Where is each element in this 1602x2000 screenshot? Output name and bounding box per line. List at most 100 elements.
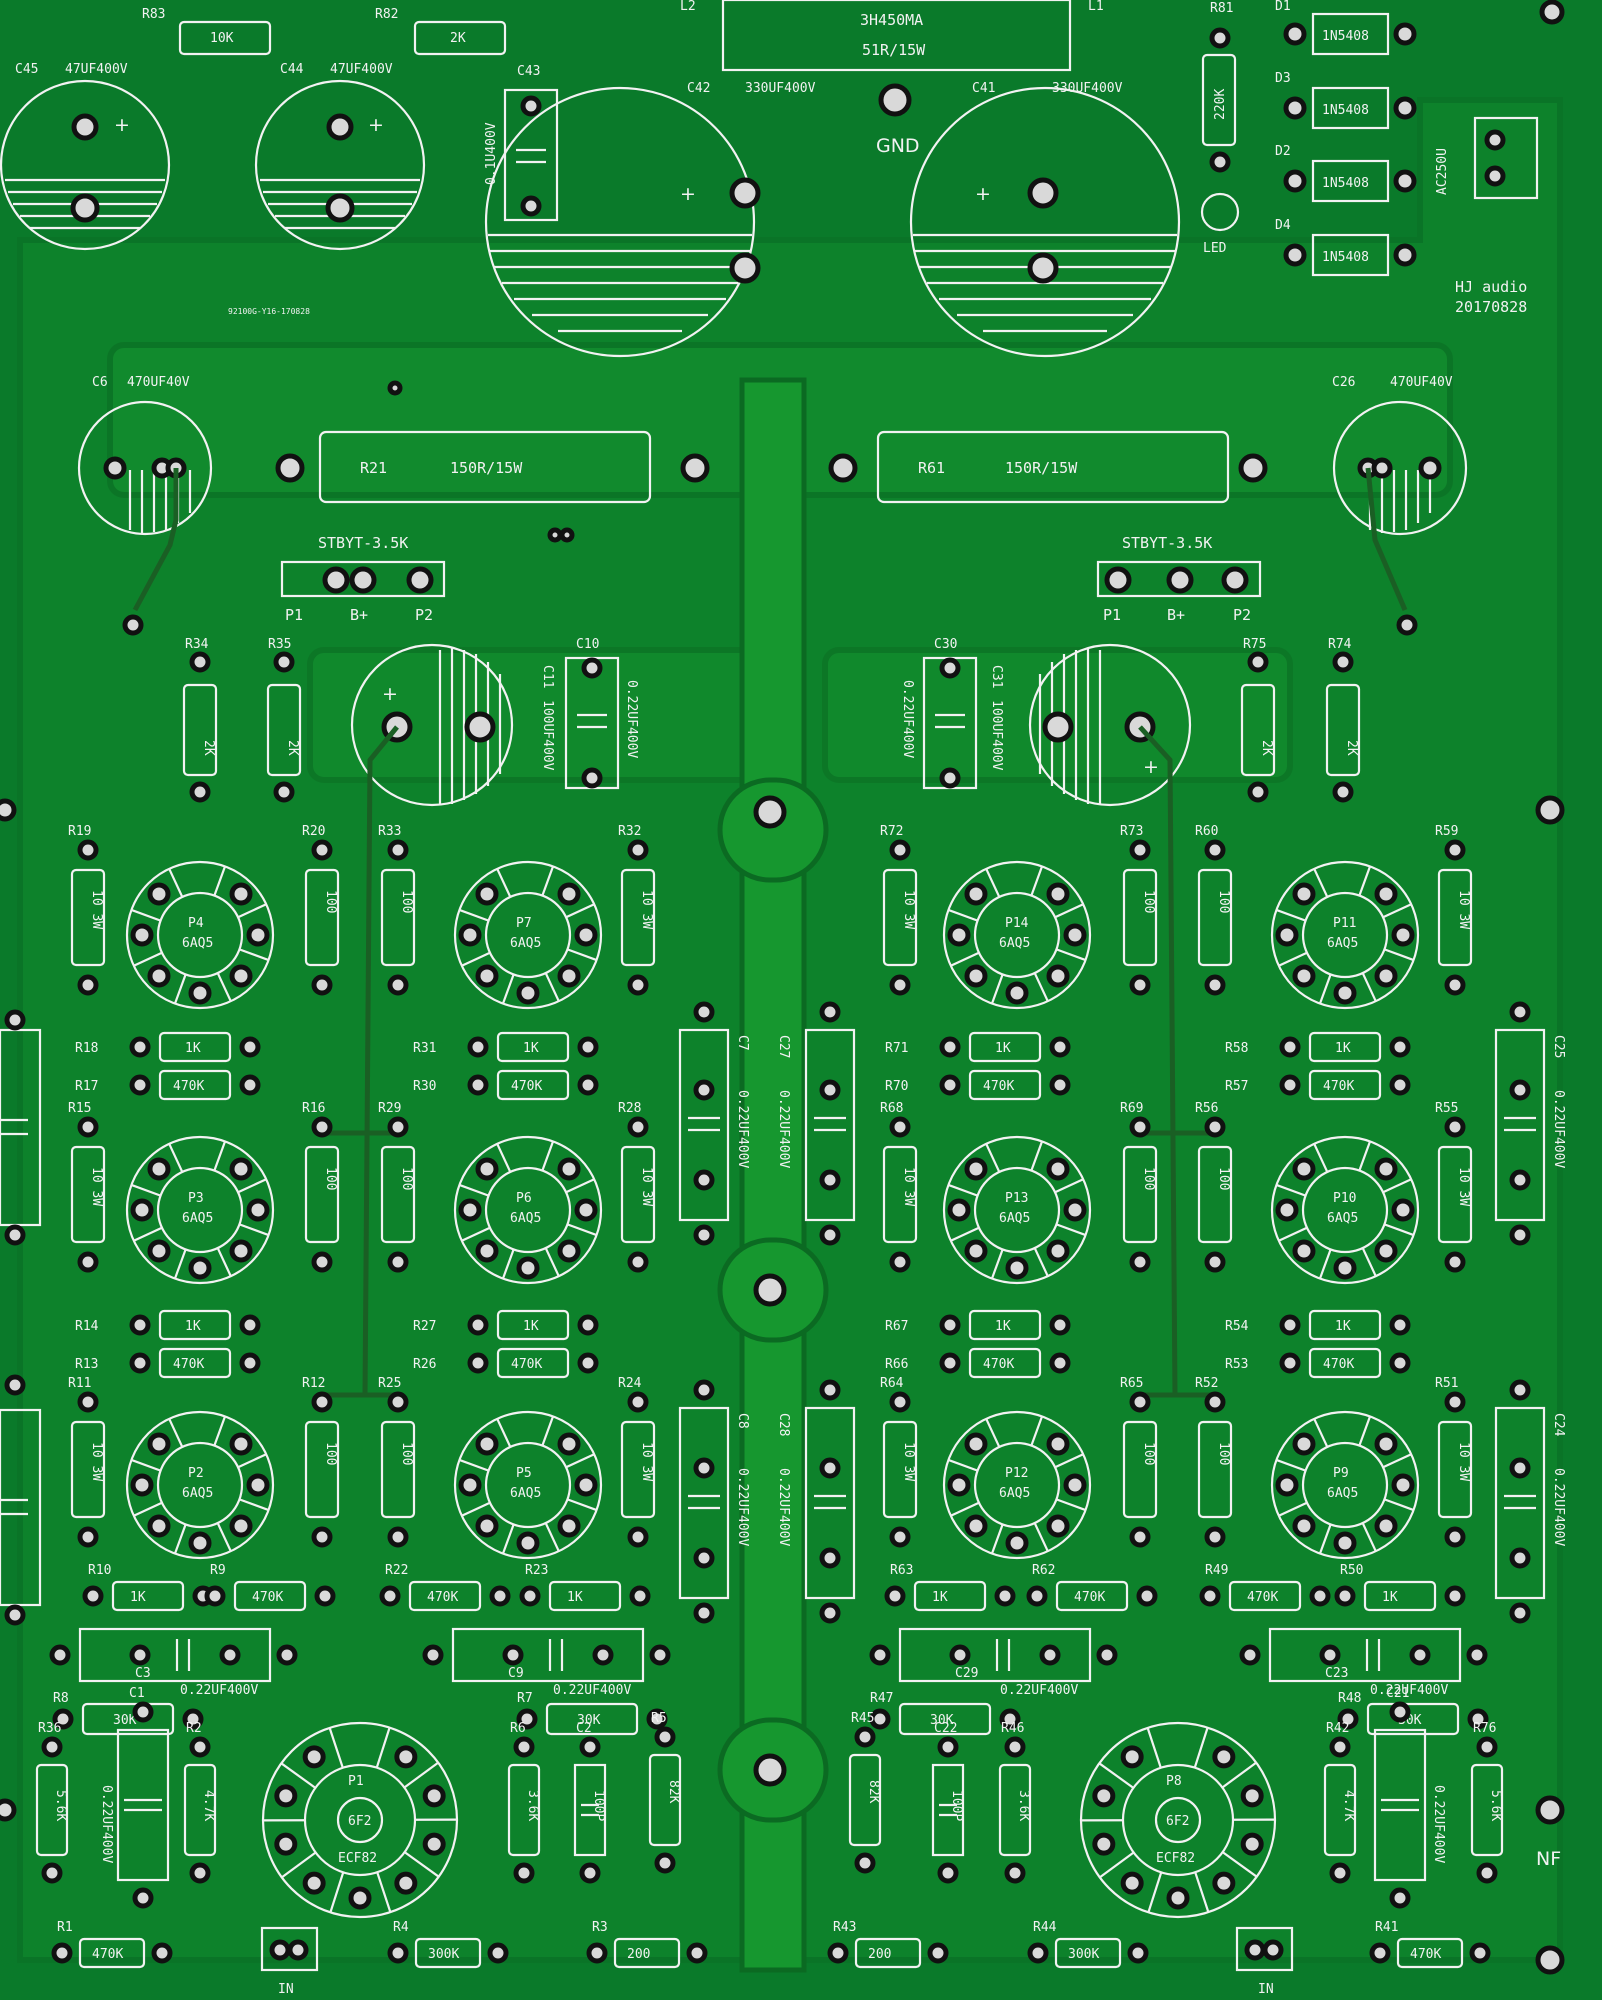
c30-value: 0.22UF400V — [900, 680, 915, 758]
resistor-value: 30K — [113, 1713, 137, 1728]
c31-value: 100UF400V — [989, 700, 1004, 771]
c43-value: 0.1U400V — [484, 122, 499, 185]
r61-ref: R61 — [918, 459, 945, 477]
part-r6: R63.6K — [507, 1721, 541, 1884]
resistor-value: 470K — [511, 1079, 542, 1094]
resistor-ref: R56 — [1195, 1101, 1218, 1116]
resistor-value: 100 — [323, 1167, 338, 1190]
tube-type: 6AQ5 — [1327, 936, 1358, 951]
tube-socket-p13: P13 6AQ5 — [942, 1135, 1092, 1285]
part-ref: R76 — [1473, 1721, 1496, 1736]
part-value: 5.6K — [53, 1790, 68, 1821]
part-ref: R36 — [38, 1721, 61, 1736]
resistor-value: 10 3W — [639, 1442, 654, 1481]
resistor-ref: R57 — [1225, 1079, 1248, 1094]
part-value: 4.7K — [1341, 1790, 1356, 1821]
cap-value: 0.22UF400V — [735, 1090, 750, 1168]
filter-left: C6 470UF40V R21 150R/15W STBYT-3.5K P1 B… — [77, 375, 710, 636]
resistor-ref: R48 — [1338, 1691, 1361, 1706]
resistor-value: 1K — [130, 1590, 146, 1605]
cap-value: 0.22UF400V — [1000, 1683, 1078, 1698]
tube-ref: P12 — [1005, 1466, 1028, 1481]
tube-type: 6AQ5 — [999, 1486, 1030, 1501]
part-ref: C21 — [1386, 1686, 1409, 1701]
r61-value: 150R/15W — [1005, 459, 1078, 477]
resistor-ref: R8 — [53, 1691, 69, 1706]
resistor-value: 1K — [523, 1041, 539, 1056]
cap-c42-value: 330UF400V — [745, 81, 816, 96]
tube-type: 6F2 — [348, 1814, 371, 1829]
tube-ref: P4 — [188, 916, 204, 931]
resistor-ref: R67 — [885, 1319, 908, 1334]
resistor-ref: R72 — [880, 824, 903, 839]
tube-ref: P13 — [1005, 1191, 1028, 1206]
resistor-ref: R19 — [68, 824, 91, 839]
svg-text:+: + — [975, 183, 991, 205]
resistor-value: 470K — [1074, 1590, 1105, 1605]
resistor-value: 100 — [1216, 1167, 1231, 1190]
cap-c45-ref: C45 — [15, 62, 38, 77]
resistor-r56: R56 100 — [1195, 1101, 1233, 1273]
stby-left-p1: P1 — [285, 606, 303, 624]
resistor-ref: R60 — [1195, 824, 1218, 839]
r35-value: 2K — [285, 740, 300, 756]
stby-left-bplus: B+ — [350, 606, 368, 624]
resistor-value: 10 3W — [1456, 1442, 1471, 1481]
c10-ref: C10 — [576, 637, 599, 652]
resistor-ref: R69 — [1120, 1101, 1143, 1116]
svg-text:+: + — [382, 683, 398, 705]
resistor-ref: R32 — [618, 824, 641, 839]
bottom-resistors: R101KR9470KR22470KR231KR631KR62470KR4947… — [82, 1563, 1466, 1612]
resistor-value: 470K — [511, 1357, 542, 1372]
cap-value: 0.22UF400V — [1370, 1683, 1448, 1698]
input-filter-caps: + C45 47UF400V + C44 47UF400V + C42 330U… — [0, 62, 1181, 358]
d1-value: 1N5408 — [1322, 29, 1369, 44]
c6-value: 470UF40V — [127, 375, 190, 390]
resistor-value: 200 — [868, 1947, 891, 1962]
svg-text:+: + — [680, 183, 696, 205]
resistor-ref: R47 — [870, 1691, 893, 1706]
tube-type: 6AQ5 — [999, 1211, 1030, 1226]
resistor-ref: R50 — [1340, 1563, 1363, 1578]
d3-value: 1N5408 — [1322, 103, 1369, 118]
cap-c41-ref: C41 — [972, 81, 995, 96]
cap-c23: C23 0.22UF400V — [1239, 1627, 1488, 1698]
cap-ref: C23 — [1325, 1666, 1348, 1681]
mounting-holes — [753, 0, 1565, 1975]
cap-c42-ref: C42 — [687, 81, 710, 96]
credit: HJ audio 20170828 92100G-Y16-170828 — [228, 278, 1527, 316]
resistor-ref: R12 — [302, 1376, 325, 1391]
resistor-ref: R52 — [1195, 1376, 1218, 1391]
c43: C43 0.1U400V — [484, 64, 559, 222]
d2-value: 1N5408 — [1322, 176, 1369, 191]
r83-value: 10K — [210, 31, 234, 46]
resistor-ref: R71 — [885, 1041, 908, 1056]
c11-ref: C11 — [540, 665, 555, 688]
resistor-ref: R54 — [1225, 1319, 1249, 1334]
